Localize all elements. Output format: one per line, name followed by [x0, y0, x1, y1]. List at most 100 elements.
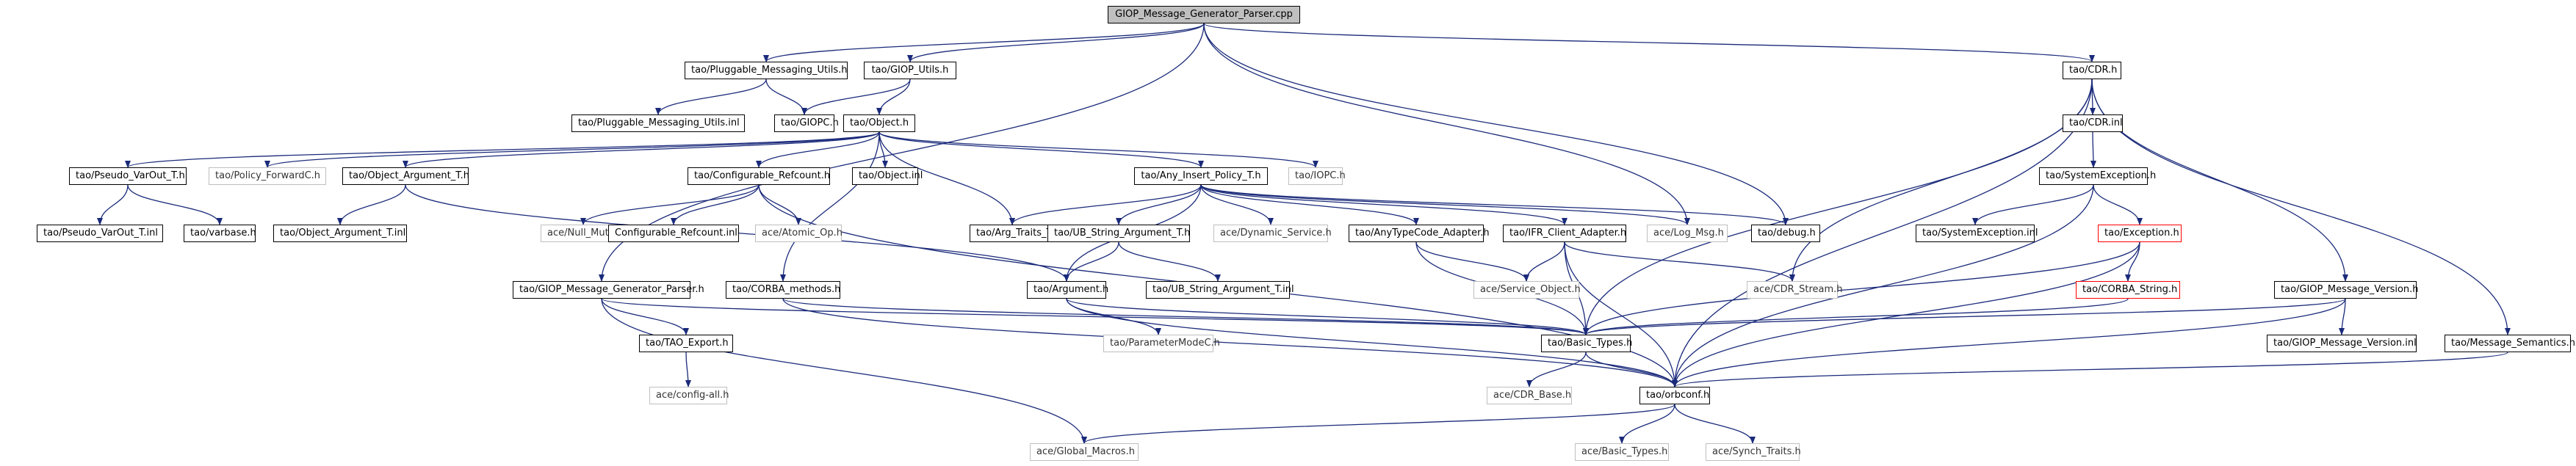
- node-pseudo-varout-t-h[interactable]: tao/Pseudo_VarOut_T.h: [69, 167, 187, 185]
- node-giop-utils-h[interactable]: tao/GIOP_Utils.h: [864, 62, 956, 79]
- node-pluggable-messaging-utils-inl[interactable]: tao/Pluggable_Messaging_Utils.inl: [571, 114, 745, 132]
- edge-pmu_h-to-pmu_inl: [655, 79, 767, 115]
- edge-pseudo_varout_t_h-to-pseudo_varout_t_inl: [97, 184, 129, 225]
- edge-object_h-to-iopc_h: [878, 131, 1318, 168]
- node-arg-traits-t-h[interactable]: tao/Arg_Traits_T.h: [970, 225, 1060, 242]
- edge-object_h-to-configurable_refcount_h: [756, 131, 880, 168]
- node-synch-traits-h[interactable]: ace/Synch_Traits.h: [1706, 443, 1801, 461]
- edge-giop_utils_h-to-giopc_h: [801, 79, 911, 115]
- edge-any_insert_policy_t_h-to-debug_h: [1200, 184, 1789, 225]
- node-giop-message-generator-parser-h[interactable]: tao/GIOP_Message_Generator_Parser.h: [513, 281, 704, 299]
- node-varbase-h[interactable]: tao/varbase.h: [184, 225, 256, 242]
- node-object-argument-t-inl[interactable]: tao/Object_Argument_T.inl: [273, 225, 407, 242]
- node-basic-types-h[interactable]: tao/Basic_Types.h: [1541, 335, 1632, 352]
- edge-pseudo_varout_t_h-to-varbase_h: [127, 184, 223, 225]
- edge-argument_h-to-basic_types_h: [1066, 298, 1589, 335]
- node-policy-forwardc-h[interactable]: tao/Policy_ForwardC.h: [209, 167, 326, 185]
- node-anytypecode-adapter-h[interactable]: tao/AnyTypeCode_Adapter.h: [1349, 225, 1490, 242]
- node-ace-basic-types-h[interactable]: ace/Basic_Types.h: [1575, 443, 1669, 461]
- edge-any_insert_policy_t_h-to-log_msg_h: [1200, 184, 1690, 225]
- edge-giop_message_version_h-to-giop_message_version_inl: [2339, 298, 2346, 335]
- edge-root-to-debug_h: [1203, 23, 1789, 225]
- node-ifr-client-adapter-h[interactable]: tao/IFR_Client_Adapter.h: [1503, 225, 1626, 242]
- node-any-insert-policy-t-h[interactable]: tao/Any_Insert_Policy_T.h: [1134, 167, 1268, 185]
- edge-cdr_h-to-orbconf_h: [1672, 79, 2093, 387]
- node-root[interactable]: GIOP_Message_Generator_Parser.cpp: [1108, 6, 1300, 23]
- edge-orbconf_h-to-synch_traits_h: [1674, 404, 1756, 444]
- edge-corba_methods_h-to-basic_types_h: [782, 298, 1589, 335]
- edge-orbconf_h-to-global_macros_h: [1081, 404, 1675, 444]
- edge-object_h-to-pseudo_varout_t_h: [125, 131, 880, 168]
- edge-ifr_client_adapter_h-to-cdr_stream_h: [1564, 241, 1795, 282]
- node-service-object-h[interactable]: ace/Service_Object.h: [1473, 281, 1581, 299]
- node-corba-methods-h[interactable]: tao/CORBA_methods.h: [726, 281, 840, 299]
- node-systemexception-inl[interactable]: tao/SystemException.inl: [1916, 225, 2038, 242]
- node-tao-export-h[interactable]: tao/TAO_Export.h: [639, 335, 733, 352]
- node-giop-message-version-inl[interactable]: tao/GIOP_Message_Version.inl: [2267, 335, 2417, 352]
- edge-object_argument_t_h-to-object_argument_t_inl: [337, 184, 406, 225]
- edge-object_h-to-any_insert_policy_t_h: [878, 131, 1204, 168]
- edge-root-to-pmu_h: [763, 23, 1205, 62]
- edge-configurable_refcount_h-to-atomic_op_h: [758, 184, 801, 225]
- node-log-msg-h[interactable]: ace/Log_Msg.h: [1647, 225, 1728, 242]
- node-cdr-stream-h[interactable]: ace/CDR_Stream.h: [1747, 281, 1843, 299]
- node-cdr-base-h[interactable]: ace/CDR_Base.h: [1487, 387, 1572, 404]
- node-configurable-refcount-inl[interactable]: Configurable_Refcount.inl: [608, 225, 739, 242]
- node-object-inl[interactable]: tao/Object.inl: [852, 167, 923, 185]
- node-systemexception-h[interactable]: tao/SystemException.h: [2039, 167, 2156, 185]
- edge-basic_types_h-to-cdr_base_h: [1526, 352, 1587, 387]
- node-pseudo-varout-t-inl[interactable]: tao/Pseudo_VarOut_T.inl: [37, 225, 163, 242]
- node-iopc-h[interactable]: tao/IOPC.h: [1288, 167, 1346, 185]
- node-cdr-h[interactable]: tao/CDR.h: [2063, 62, 2121, 79]
- edge-ifr_client_adapter_h-to-service_object_h: [1523, 241, 1565, 282]
- edge-pmu_h-to-giopc_h: [765, 79, 807, 115]
- node-dynamic-service-h[interactable]: ace/Dynamic_Service.h: [1213, 225, 1332, 242]
- edge-giop_message_generator_parser_h-to-basic_types_h: [601, 298, 1589, 335]
- node-orbconf-h[interactable]: tao/orbconf.h: [1639, 387, 1710, 404]
- edge-any_insert_policy_t_h-to-ifr_client_adapter_h: [1200, 184, 1567, 225]
- node-ub-string-argument-t-inl[interactable]: tao/UB_String_Argument_T.inl: [1146, 281, 1294, 299]
- node-cdr-inl[interactable]: tao/CDR.inl: [2063, 114, 2123, 132]
- edge-root-to-log_msg_h: [1203, 23, 1690, 225]
- edge-giop_utils_h-to-object_h: [876, 79, 911, 115]
- node-global-macros-h[interactable]: ace/Global_Macros.h: [1030, 443, 1139, 461]
- node-configurable-refcount-h[interactable]: tao/Configurable_Refcount.h: [688, 167, 830, 185]
- node-corba-string-h[interactable]: tao/CORBA_String.h: [2076, 281, 2180, 299]
- edge-systemexception_h-to-systemexception_inl: [1972, 184, 2094, 225]
- edge-any_insert_policy_t_h-to-dynamic_service_h: [1200, 184, 1274, 225]
- edge-corba_string_h-to-basic_types_h: [1583, 298, 2129, 335]
- edge-object_h-to-arg_traits_t_h: [878, 131, 1015, 225]
- node-giop-message-version-h[interactable]: tao/GIOP_Message_Version.h: [2274, 281, 2419, 299]
- node-ub-string-argument-t-h[interactable]: tao/UB_String_Argument_T.h: [1047, 225, 1190, 242]
- node-argument-h[interactable]: tao/Argument.h: [1027, 281, 1108, 299]
- node-debug-h[interactable]: tao/debug.h: [1751, 225, 1820, 242]
- edge-ub_string_argument_t_h-to-ub_string_argument_t_inl: [1118, 241, 1221, 282]
- edge-anytypecode_adapter_h-to-service_object_h: [1415, 241, 1529, 282]
- edge-tao_export_h-to-config_all_h: [685, 352, 691, 387]
- edge-giop_message_version_h-to-orbconf_h: [1672, 298, 2346, 387]
- node-pluggable-messaging-utils-h[interactable]: tao/Pluggable_Messaging_Utils.h: [685, 62, 848, 79]
- node-object-h[interactable]: tao/Object.h: [843, 114, 915, 132]
- edge-ifr_client_adapter_h-to-orbconf_h: [1564, 241, 1678, 387]
- edge-corba_methods_h-to-orbconf_h: [782, 298, 1678, 387]
- edge-any_insert_policy_t_h-to-anytypecode_adapter_h: [1200, 184, 1419, 225]
- edge-root-to-giop_utils_h: [907, 23, 1205, 62]
- node-parametermodec-h[interactable]: tao/ParameterModeC.h: [1103, 335, 1220, 352]
- edge-giop_message_version_h-to-basic_types_h: [1583, 298, 2346, 335]
- edge-any_insert_policy_t_h-to-arg_traits_t_h: [1009, 184, 1202, 225]
- node-exception-h[interactable]: tao/Exception.h: [2098, 225, 2182, 242]
- node-atomic-op-h[interactable]: ace/Atomic_Op.h: [755, 225, 843, 242]
- node-message-semantics-h[interactable]: tao/Message_Semantics.h: [2445, 335, 2575, 352]
- edge-object_h-to-corba_methods_h: [780, 131, 880, 282]
- node-object-argument-t-h[interactable]: tao/Object_Argument_T.h: [342, 167, 469, 185]
- node-config-all-h[interactable]: ace/config-all.h: [649, 387, 729, 404]
- edge-giop_message_generator_parser_h-to-global_macros_h: [601, 298, 1087, 444]
- edge-ub_string_argument_t_h-to-argument_h: [1064, 241, 1119, 282]
- edge-message_semantics_h-to-orbconf_h: [1672, 352, 2508, 387]
- node-giopc-h[interactable]: tao/GIOPC.h: [774, 114, 839, 132]
- edge-configurable_refcount_h-to-null_mutex_h: [580, 184, 760, 225]
- edge-any_insert_policy_t_h-to-ub_string_argument_t_h: [1116, 184, 1202, 225]
- edge-giop_message_generator_parser_h-to-tao_export_h: [601, 298, 689, 335]
- edge-orbconf_h-to-ace_basic_types_h: [1619, 404, 1675, 444]
- edge-systemexception_h-to-orbconf_h: [1672, 184, 2094, 387]
